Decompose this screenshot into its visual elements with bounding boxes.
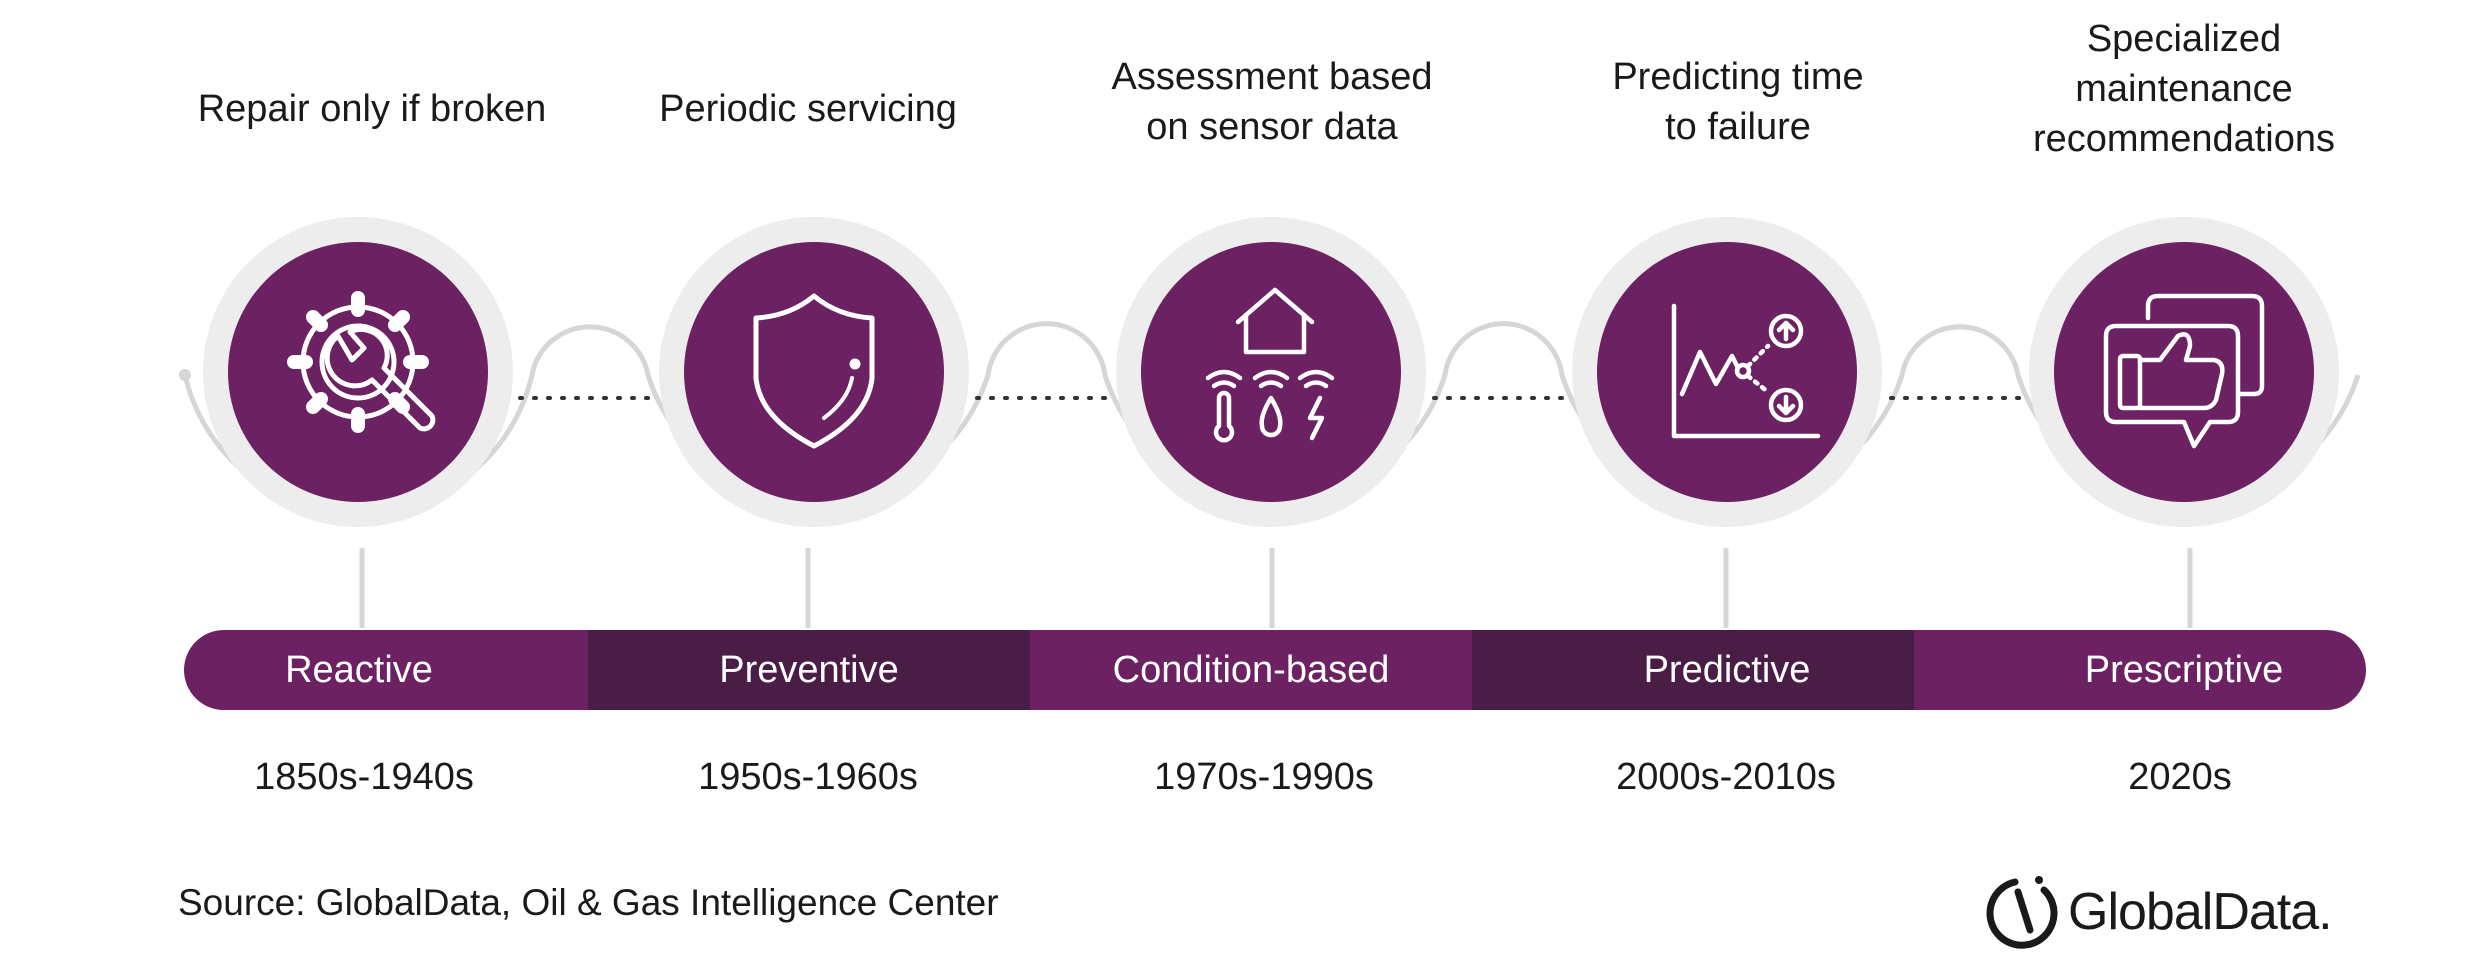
bar-segment-3 [1030, 630, 1472, 710]
bar-segment-4 [1472, 630, 1914, 710]
node-circle-1 [228, 242, 488, 502]
node-circle-5 [2054, 242, 2314, 502]
gear-wrench-icon [287, 291, 436, 433]
node-circle-2 [684, 242, 944, 502]
stage-3-era: 1970s-1990s [1154, 756, 1374, 798]
stage-2-description: Periodic servicing [659, 88, 957, 130]
globaldata-logo-mark [1986, 876, 2058, 949]
stage-1-description: Repair only if broken [197, 88, 547, 130]
shield-icon [753, 293, 875, 449]
sensor-house-icon [1205, 287, 1335, 443]
stage-5-label: Prescriptive [2084, 649, 2284, 691]
stage-4-description: Predicting time to failure [1612, 56, 1864, 148]
bar-segment-5 [1914, 630, 2326, 710]
stage-1-era: 1850s-1940s [254, 756, 474, 798]
trend-chart-icon [1671, 303, 1821, 439]
bar-segment-2 [588, 630, 1030, 710]
bar-segment-1 [224, 630, 588, 710]
stage-5-description: Specialized maintenance recommendations [2032, 18, 2336, 160]
stage-4-label: Predictive [1643, 649, 1811, 691]
stage-3-description: Assessment based on sensor data [1111, 56, 1433, 148]
stage-4-era: 2000s-2010s [1616, 756, 1836, 798]
stage-3-label: Condition-based [1112, 649, 1390, 691]
stage-5-era: 2020s [2128, 756, 2232, 798]
brand-name: GlobalData. [2068, 883, 2333, 941]
thumbs-up-chat-icon [2103, 293, 2265, 449]
stage-2-label: Preventive [719, 649, 899, 691]
source-note: Source: GlobalData, Oil & Gas Intelligen… [178, 882, 999, 923]
stage-2-era: 1950s-1960s [698, 756, 918, 798]
timeline-start-dot [179, 369, 191, 381]
stage-1-label: Reactive [285, 649, 433, 691]
node-circle-4 [1597, 242, 1857, 502]
brand-logo: GlobalData. [2058, 872, 2333, 952]
